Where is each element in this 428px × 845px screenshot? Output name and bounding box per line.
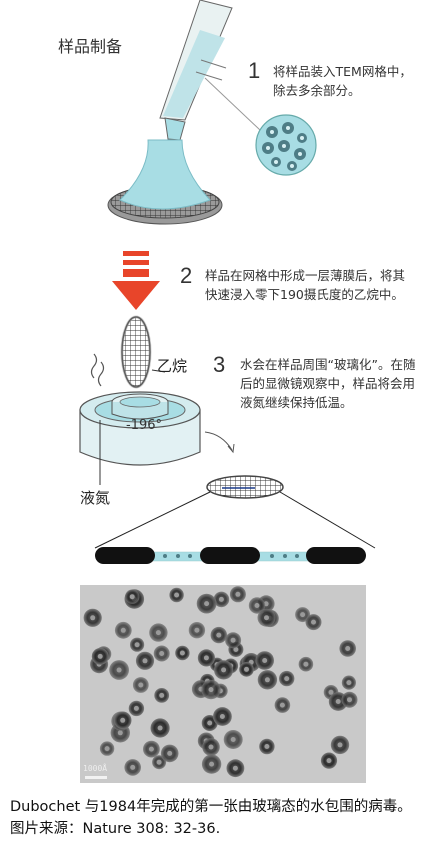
virus-particle-core — [117, 730, 123, 736]
virus-particle-core — [233, 647, 239, 652]
virus-particle-core — [194, 627, 200, 633]
virus-particle-core — [97, 653, 103, 659]
virus-particle-core — [335, 699, 341, 704]
vapor-lines — [90, 353, 105, 387]
virus-particle-core — [130, 764, 136, 770]
virus-particle-core — [264, 677, 270, 683]
virus-particle-core — [155, 630, 161, 636]
virus-particle-core — [232, 765, 238, 771]
virus-particle-core — [159, 651, 165, 656]
virus-particle-core — [326, 758, 332, 764]
virus-particle-core — [311, 619, 316, 625]
virus-particle-core — [345, 646, 351, 651]
virus-particle-core — [347, 697, 352, 703]
virus-particle-core — [207, 720, 213, 726]
virus-particle-core — [134, 642, 140, 648]
virus-particle-core — [157, 725, 163, 731]
virus-particle-core — [221, 667, 227, 673]
pipette — [159, 0, 233, 141]
step-3-text: 水会在样品周围“玻璃化”。在随后的显微镜观察中，样品将会用液氮继续保持低温。 — [240, 357, 416, 410]
virus-particle-core — [235, 591, 241, 597]
vitrified-grid — [94, 475, 376, 549]
virus-particle-core — [120, 627, 126, 633]
virus-particle-core — [156, 759, 162, 765]
virus-particle-core — [262, 658, 268, 663]
step-2-text: 样品在网格中形成一层薄膜后，将其快速浸入零下190摄氏度的乙烷中。 — [205, 268, 406, 302]
liquid-nitrogen-label: 液氮 — [80, 489, 111, 507]
virus-particle-core — [346, 680, 352, 686]
temperature-label: -196° — [126, 418, 163, 433]
ethane-label: 乙烷 — [157, 357, 188, 375]
grid-cross-section — [95, 547, 366, 564]
virus-particle-core — [203, 655, 209, 661]
electron-micrograph — [80, 585, 366, 783]
magnified-sample-circle — [204, 77, 317, 176]
virus-particle-core — [133, 705, 139, 711]
virus-particle-core — [216, 632, 222, 638]
cryo-dewar — [79, 391, 201, 485]
virus-particle-core — [303, 661, 309, 667]
virus-particle-core — [208, 687, 214, 693]
virus-particle-core — [104, 746, 110, 752]
sample-droplet — [107, 139, 223, 225]
virus-particle-core — [244, 666, 249, 672]
virus-particle-core — [254, 603, 260, 608]
step-1-number: 1 — [248, 58, 261, 83]
virus-particle-core — [142, 658, 148, 664]
virus-particle-core — [120, 717, 126, 723]
virus-particle-core — [148, 746, 154, 752]
virus-particle-core — [138, 682, 144, 688]
virus-particle-core — [284, 676, 290, 682]
virus-particle-core — [116, 667, 122, 673]
virus-particle-core — [337, 742, 343, 748]
virus-particle-core — [300, 612, 306, 618]
virus-particle-core — [209, 761, 215, 767]
virus-particle-core — [90, 615, 96, 621]
virus-particle-core — [129, 594, 135, 600]
virus-particle-core — [218, 596, 224, 602]
virus-particle-core — [230, 637, 236, 643]
virus-particle-core — [208, 744, 214, 750]
virus-particle-core — [179, 650, 185, 656]
transfer-arrow — [204, 431, 233, 451]
scale-bar-label: 1000Å — [83, 764, 108, 773]
virus-particle-core — [328, 689, 334, 695]
virus-particle-core — [230, 737, 236, 742]
virus-particle-core — [219, 714, 225, 719]
figure-caption: Dubochet 与1984年完成的第一张由玻璃态的水包围的病毒。图片来源：Na… — [10, 799, 412, 837]
virus-particle-core — [167, 750, 173, 756]
plunge-arrow — [112, 251, 160, 310]
virus-particle-core — [264, 615, 269, 621]
step-2-number: 2 — [180, 263, 193, 288]
plunging-grid — [120, 315, 166, 389]
step-3-number: 3 — [213, 352, 226, 377]
virus-particle-core — [174, 592, 180, 598]
step-1-text: 将样品装入TEM网格中，除去多余部分。 — [273, 64, 412, 98]
virus-particle-core — [159, 692, 165, 698]
virus-particle-core — [264, 744, 270, 749]
virus-particle-core — [204, 601, 210, 607]
transfer-arrowhead — [227, 443, 235, 454]
virus-particle-core — [279, 702, 285, 708]
page-title: 样品制备 — [58, 37, 123, 56]
